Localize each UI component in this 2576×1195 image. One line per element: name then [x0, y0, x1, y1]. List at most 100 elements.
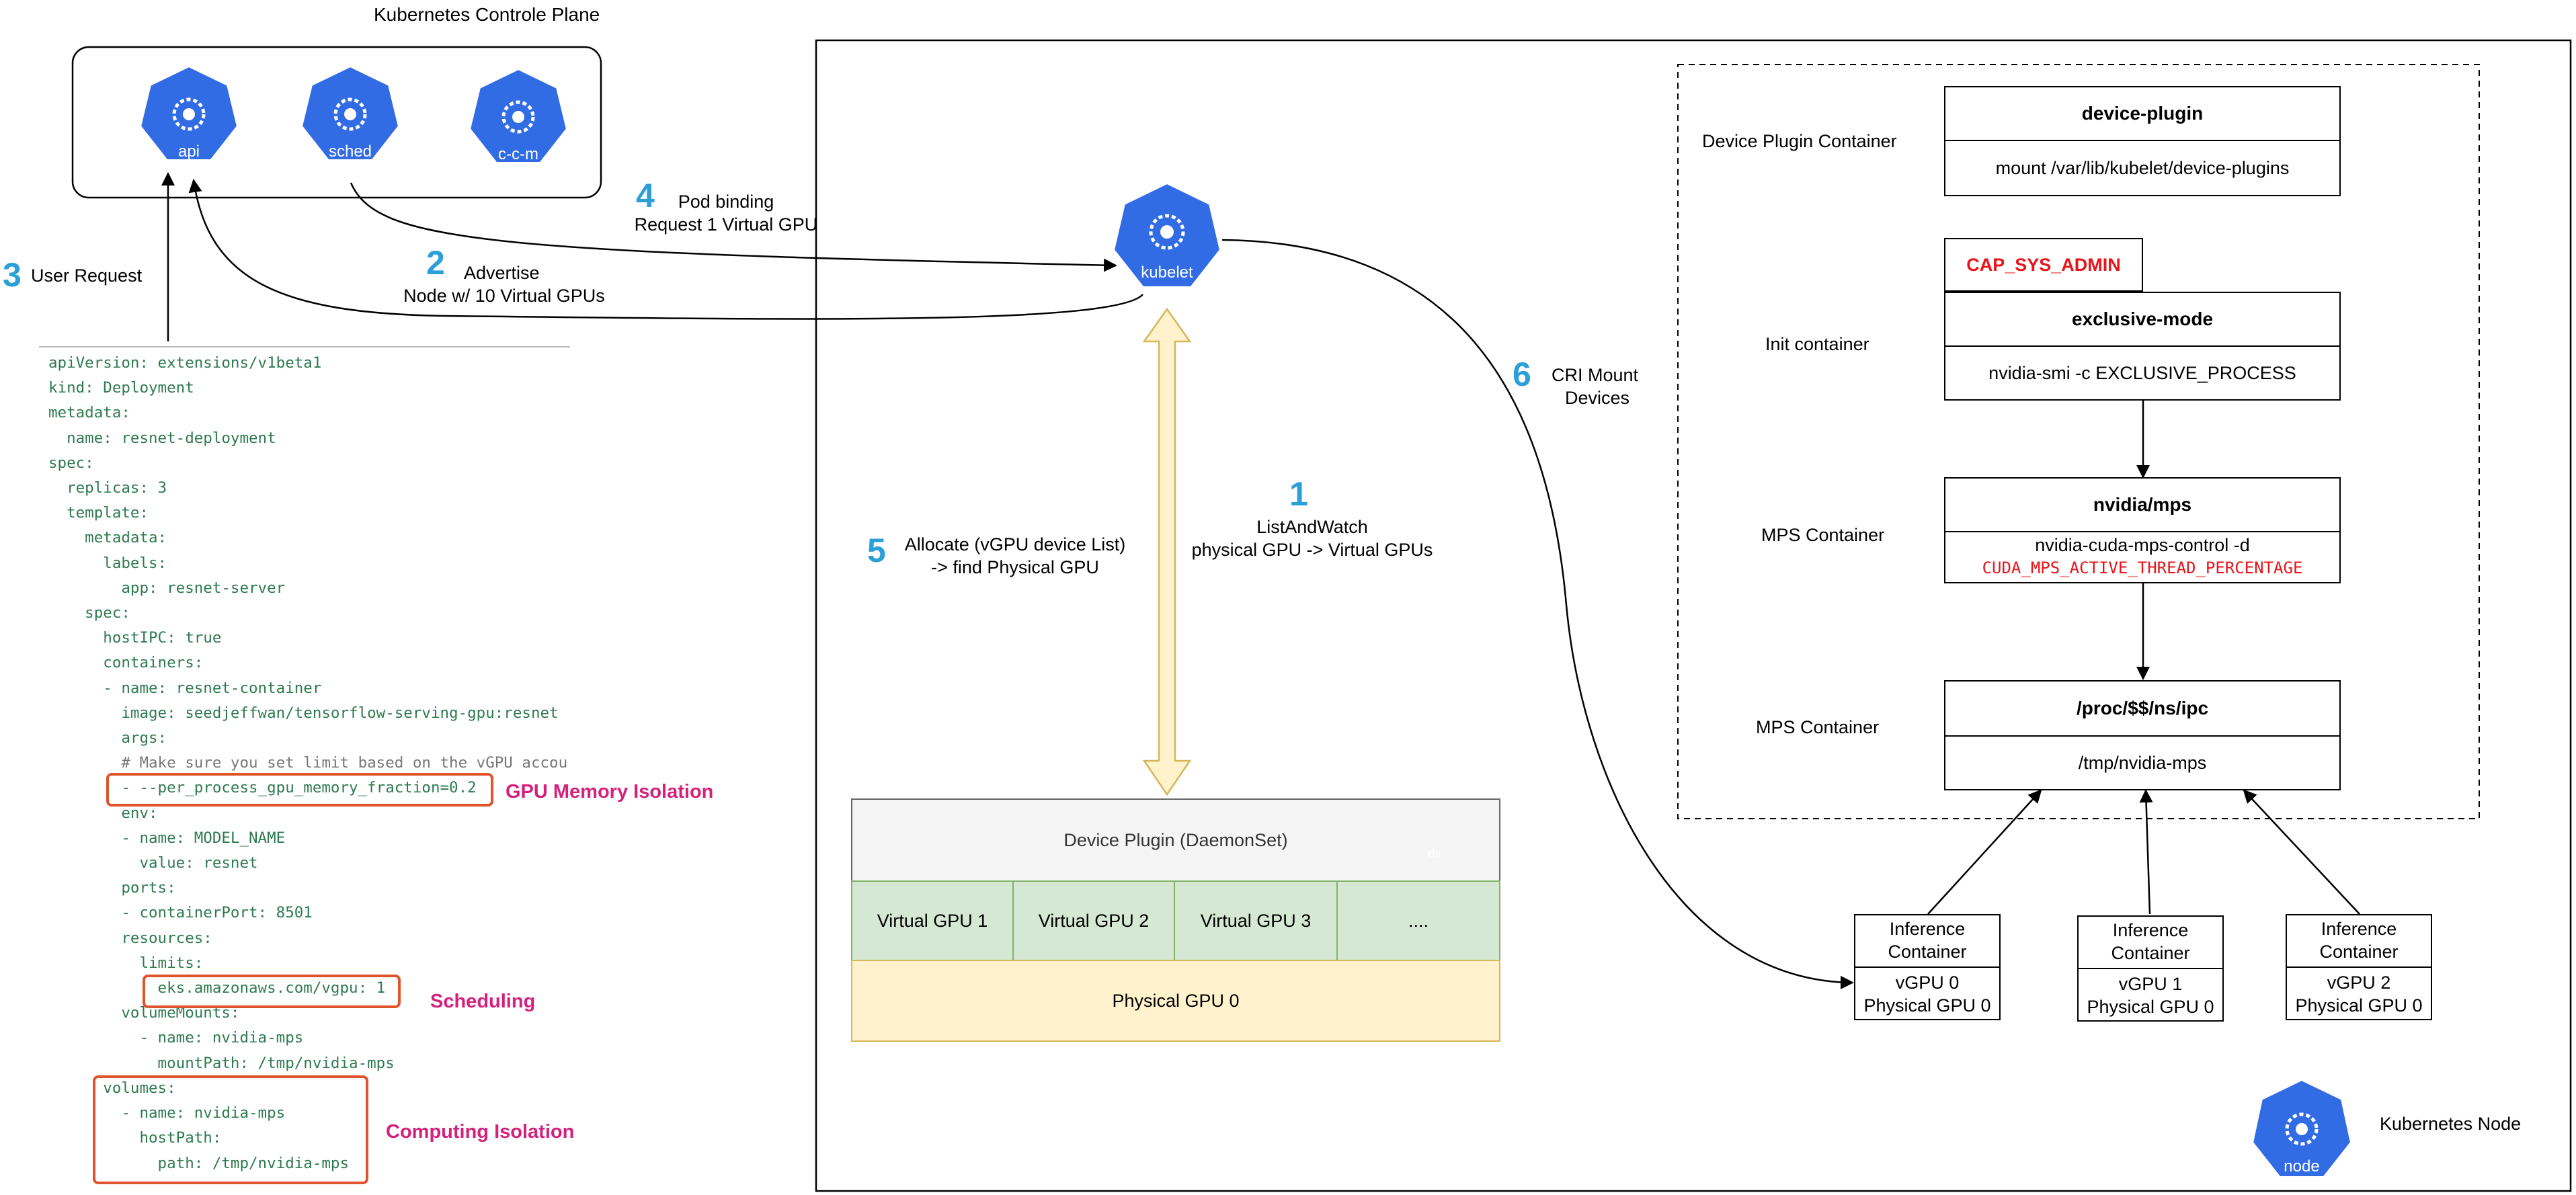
vgpu-more-label: ....: [1408, 910, 1428, 931]
yaml-line: metadata:: [48, 529, 167, 547]
device-plugin-box-detail: mount /var/lib/kubelet/device-plugins: [1995, 157, 2290, 178]
yaml-line: template:: [48, 504, 149, 522]
yaml-line: env:: [48, 804, 158, 822]
inference-2-title1: Inference: [2321, 919, 2397, 939]
yaml-line: hostIPC: true: [48, 629, 222, 647]
inference-1-vgpu: vGPU 1: [2118, 974, 2183, 994]
label-init-container: Init container: [1765, 334, 1869, 354]
inference-1-gpu: Physical GPU 0: [2087, 996, 2214, 1017]
inference-container-2: Inference Container vGPU 2 Physical GPU …: [2286, 914, 2432, 1020]
kubernetes-node-label: Kubernetes Node: [2380, 1114, 2522, 1134]
exclusive-mode-title: exclusive-mode: [1945, 293, 2339, 347]
step-4-line1: Pod binding: [678, 192, 774, 212]
step-4-text: Pod binding Request 1 Virtual GPU: [625, 191, 827, 237]
yaml-line: image: seedjeffwan/tensorflow-serving-gp…: [48, 704, 559, 722]
device-plugin-header: Device Plugin (DaemonSet): [851, 798, 1500, 882]
inference-container-0: Inference Container vGPU 0 Physical GPU …: [1854, 914, 2001, 1020]
yaml-line: - containerPort: 8501: [48, 904, 313, 922]
yaml-line: - --per_process_gpu_memory_fraction=0.2: [48, 779, 477, 797]
cap-sys-admin-tag: CAP_SYS_ADMIN: [1944, 238, 2143, 292]
label-mps-container-2: MPS Container: [1756, 717, 1880, 737]
arrow-allocate-double: [1142, 307, 1192, 796]
inference-1-title: Inference Container: [2079, 919, 2222, 969]
yaml-line: spec:: [48, 454, 94, 472]
step-6-number: 6: [1513, 356, 1531, 393]
vgpu-1-label: Virtual GPU 1: [877, 910, 988, 931]
kubernetes-scheduler-icon: [299, 64, 401, 162]
ipc-detail: /tmp/nvidia-mps: [2078, 752, 2207, 773]
kubelet-label: kubelet: [1141, 263, 1193, 282]
arrow-inference-2: [2243, 789, 2360, 915]
device-plugin-title: Device Plugin (DaemonSet): [1063, 829, 1288, 850]
annotation-memory-isolation: GPU Memory Isolation: [506, 781, 714, 802]
inference-0-title: Inference Container: [1855, 918, 1999, 968]
step-2-number: 2: [426, 244, 445, 282]
kubelet-icon: [1111, 181, 1223, 289]
yaml-comment-line: # Make sure you set limit based on the v…: [48, 754, 568, 772]
nvidia-mps-detail: nvidia-cuda-mps-control -d: [2035, 535, 2250, 555]
inference-0-vgpu: vGPU 0: [1895, 973, 1960, 993]
control-plane-title: Kubernetes Controle Plane: [374, 4, 600, 25]
step-6-line2: Devices: [1565, 387, 1630, 408]
step-3-number: 3: [3, 256, 22, 294]
nvidia-mps-detail-wrap: nvidia-cuda-mps-control -d CUDA_MPS_ACTI…: [1945, 534, 2339, 579]
nvidia-mps-box: nvidia/mps nvidia-cuda-mps-control -d CU…: [1944, 477, 2341, 583]
arrow-cri-mount: [1221, 239, 1854, 989]
yaml-line: eks.amazonaws.com/vgpu: 1: [48, 979, 386, 997]
yaml-line: - name: nvidia-mps: [48, 1029, 304, 1047]
highlight-vgpu-limit: [143, 975, 401, 1008]
arrow-pod-binding: [350, 182, 1117, 272]
step-2-text: Advertise Node w/ 10 Virtual GPUs: [397, 262, 612, 308]
highlight-memory-fraction: [106, 773, 493, 807]
yaml-line: name: resnet-deployment: [48, 429, 276, 447]
exclusive-mode-box: exclusive-mode nvidia-smi -c EXCLUSIVE_P…: [1944, 292, 2341, 401]
yaml-line: hostPath:: [48, 1129, 222, 1147]
yaml-line: volumes:: [48, 1079, 176, 1097]
inference-0-gpu: Physical GPU 0: [1863, 995, 1991, 1016]
ipc-title: /proc/$$/ns/ipc: [1945, 682, 2339, 737]
vgpu-cell-3: Virtual GPU 3: [1174, 880, 1338, 961]
yaml-line: containers:: [48, 654, 204, 672]
vgpu-2-label: Virtual GPU 2: [1038, 910, 1150, 931]
yaml-line: apiVersion: extensions/v1beta1: [48, 354, 322, 372]
kubernetes-node-icon: [2250, 1077, 2353, 1179]
yaml-line: kind: Deployment: [48, 379, 194, 397]
annotation-computing-isolation: Computing Isolation: [386, 1121, 575, 1143]
vgpu-cell-2: Virtual GPU 2: [1012, 880, 1175, 961]
nvidia-mps-env: CUDA_MPS_ACTIVE_THREAD_PERCENTAGE: [1982, 559, 2303, 577]
annotation-scheduling: Scheduling: [430, 991, 536, 1012]
highlight-volumes: [93, 1075, 368, 1184]
arrow-advertise: [188, 179, 1143, 320]
device-plugin-box-title: device-plugin: [1945, 87, 2339, 141]
step-2-line2: Node w/ 10 Virtual GPUs: [403, 285, 605, 306]
step-5-number: 5: [867, 532, 886, 569]
label-mps-container-1: MPS Container: [1761, 525, 1885, 545]
kubernetes-ccm-icon: [467, 67, 569, 165]
yaml-line: labels:: [48, 554, 167, 572]
arrow-inference-1: [2139, 789, 2153, 915]
yaml-line: path: /tmp/nvidia-mps: [48, 1154, 350, 1172]
inference-2-detail: vGPU 2 Physical GPU 0: [2287, 972, 2431, 1018]
inference-container-1: Inference Container vGPU 1 Physical GPU …: [2077, 915, 2224, 1022]
yaml-line: replicas: 3: [48, 479, 167, 497]
step-6-text: CRI Mount Devices: [1539, 364, 1660, 410]
step-3-label: User Request: [31, 265, 143, 286]
yaml-line: ports:: [48, 879, 176, 897]
step-4-number: 4: [636, 177, 655, 214]
sched-label: sched: [328, 142, 372, 161]
inference-1-title1: Inference: [2112, 920, 2189, 940]
step-1-line1: ListAndWatch: [1256, 517, 1368, 537]
inference-0-title2: Container: [1888, 941, 1967, 962]
ds-label: ds: [1428, 847, 1441, 860]
node-icon-label: node: [2284, 1157, 2320, 1176]
inference-2-gpu: Physical GPU 0: [2295, 995, 2423, 1016]
api-label: api: [177, 142, 200, 161]
yaml-line: args:: [48, 729, 167, 747]
yaml-line: - name: MODEL_NAME: [48, 829, 286, 847]
inference-0-detail: vGPU 0 Physical GPU 0: [1855, 972, 1999, 1018]
yaml-line: mountPath: /tmp/nvidia-mps: [48, 1054, 395, 1072]
vgpu-3-label: Virtual GPU 3: [1200, 910, 1312, 931]
yaml-line: app: resnet-server: [48, 579, 286, 597]
step-4-line2: Request 1 Virtual GPU: [634, 214, 818, 235]
step-5-line1: Allocate (vGPU device List): [904, 534, 1126, 554]
